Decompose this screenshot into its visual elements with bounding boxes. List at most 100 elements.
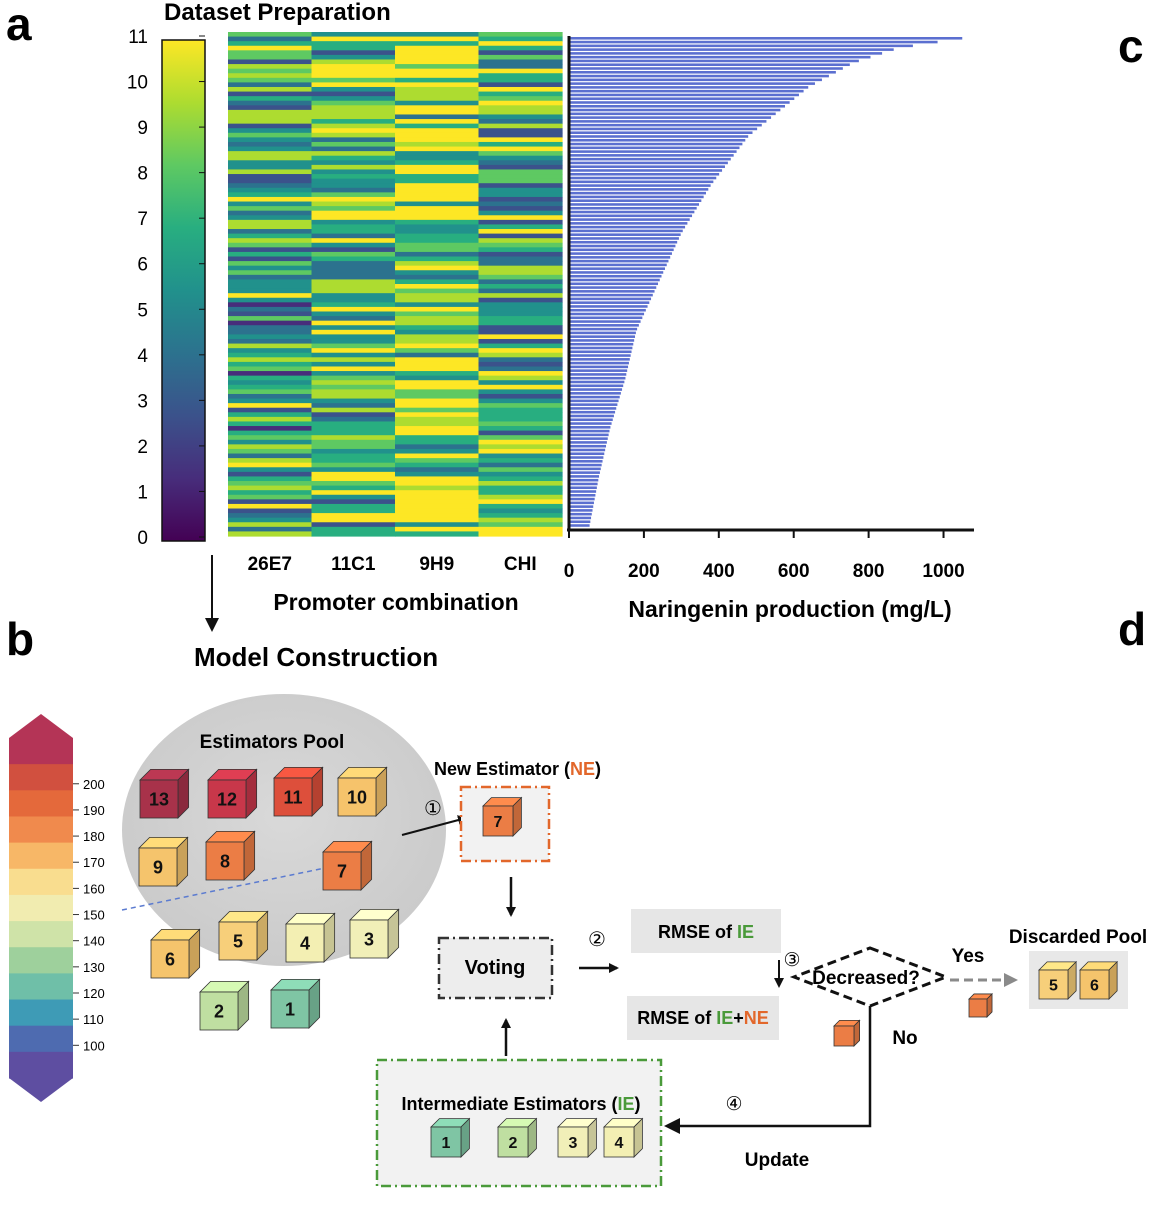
heatmap-cell bbox=[395, 316, 480, 322]
heatmap-cell bbox=[395, 453, 480, 459]
heatmap-cell bbox=[478, 329, 563, 335]
heatmap-cell bbox=[395, 141, 480, 148]
heatmap-cell bbox=[228, 371, 313, 377]
heatmap-cell bbox=[395, 467, 480, 473]
heatmap-cell bbox=[228, 114, 313, 120]
heatmap-cell bbox=[395, 389, 480, 395]
heatmap-cell bbox=[478, 416, 563, 423]
naringenin-bar bbox=[569, 354, 631, 357]
heatmap-cell bbox=[478, 265, 563, 271]
heatmap-cell bbox=[478, 32, 563, 38]
heatmap-cell bbox=[395, 398, 480, 404]
estimator-cube-7: 7 bbox=[482, 796, 523, 837]
naringenin-bar bbox=[569, 471, 600, 474]
naringenin-bar bbox=[569, 433, 609, 437]
heatmap-cell bbox=[311, 412, 396, 418]
naringenin-bar bbox=[569, 486, 597, 490]
heatmap-cell bbox=[311, 384, 396, 390]
heatmap-cell bbox=[395, 522, 480, 528]
heatmap-column-11C1: 11C1 bbox=[331, 554, 376, 575]
heatmap-cell bbox=[395, 499, 480, 505]
heatmap-cell bbox=[478, 174, 563, 180]
naringenin-bar bbox=[569, 74, 829, 78]
naringenin-bar bbox=[569, 256, 671, 259]
heatmap-cell bbox=[311, 302, 396, 308]
heatmap-cell bbox=[311, 238, 396, 244]
heatmap-cell bbox=[311, 141, 396, 148]
heatmap-cell bbox=[395, 293, 480, 299]
heatmap-cell bbox=[311, 32, 396, 38]
heatmap-cell bbox=[311, 430, 396, 436]
heatmap-cell bbox=[478, 288, 563, 294]
heatmap-cell bbox=[478, 426, 563, 432]
heatmap-cell bbox=[478, 403, 563, 409]
heatmap-cell bbox=[311, 490, 396, 496]
heatmap-cell bbox=[478, 348, 563, 354]
cube-number-label: 3 bbox=[364, 929, 374, 949]
no-branch-cube bbox=[833, 1019, 861, 1047]
naringenin-bar bbox=[569, 142, 743, 146]
heatmap-cell bbox=[478, 59, 563, 65]
heatmap-cell bbox=[478, 320, 563, 326]
naringenin-bar bbox=[569, 225, 686, 229]
naringenin-bar bbox=[569, 222, 688, 225]
heatmap-cell bbox=[228, 481, 313, 487]
heatmap-cell bbox=[478, 164, 563, 171]
heatmap-cell bbox=[478, 453, 563, 459]
estimator-cube-3: 3 bbox=[349, 908, 400, 959]
colorbar-tick-10: 10 bbox=[127, 73, 148, 94]
estimator-cube-10: 10 bbox=[337, 766, 388, 817]
heatmap-column-9H9: 9H9 bbox=[419, 554, 454, 575]
heatmap-cell bbox=[311, 389, 396, 395]
heatmap-cell bbox=[395, 481, 480, 487]
heatmap-cell bbox=[395, 393, 480, 400]
naringenin-bar bbox=[569, 237, 679, 240]
naringenin-bar bbox=[569, 150, 737, 153]
heatmap-cell bbox=[228, 338, 313, 345]
heatmap-cell bbox=[228, 329, 313, 335]
heatmap-cell bbox=[228, 444, 313, 450]
heatmap-cell bbox=[311, 137, 396, 143]
heatmap-cell bbox=[228, 210, 313, 216]
heatmap-cell bbox=[311, 261, 396, 267]
heatmap-cell bbox=[311, 320, 396, 326]
heatmap-cell bbox=[478, 105, 563, 111]
palette-tick-130: 130 bbox=[83, 960, 105, 975]
heatmap-cell bbox=[478, 45, 563, 51]
heatmap-cell bbox=[311, 196, 396, 203]
heatmap-cell bbox=[311, 352, 396, 358]
heatmap-cell bbox=[228, 297, 313, 303]
heatmap-cell bbox=[311, 476, 396, 482]
heatmap-cell bbox=[311, 531, 396, 537]
heatmap-cell bbox=[228, 215, 313, 221]
estimators-pool-title: Estimators Pool bbox=[200, 732, 345, 753]
heatmap-cell bbox=[228, 274, 313, 281]
heatmap-cell bbox=[311, 279, 396, 285]
naringenin-bar bbox=[569, 82, 815, 85]
heatmap-cell bbox=[311, 109, 396, 116]
naringenin-bar bbox=[569, 218, 690, 221]
heatmap-cell bbox=[395, 123, 480, 129]
step2-circle-label: ② bbox=[588, 929, 606, 951]
heatmap-cell bbox=[311, 306, 396, 313]
heatmap-cell bbox=[311, 219, 396, 226]
heatmap-cell bbox=[228, 196, 313, 203]
heatmap-cell bbox=[311, 499, 396, 505]
heatmap-cell bbox=[311, 471, 396, 478]
heatmap-cell bbox=[311, 68, 396, 74]
heatmap-cell bbox=[228, 476, 313, 482]
cube-number-label: 1 bbox=[442, 1135, 451, 1152]
heatmap-cell bbox=[228, 206, 313, 212]
heatmap-cell bbox=[228, 155, 313, 161]
heatmap-cell bbox=[478, 247, 563, 253]
cube-number-label: 7 bbox=[337, 861, 347, 881]
heatmap-cell bbox=[478, 238, 563, 244]
heatmap-cell bbox=[478, 361, 563, 368]
svg-text:③: ③ bbox=[783, 950, 800, 971]
heatmap-cell bbox=[395, 403, 480, 409]
heatmap-cell bbox=[395, 274, 480, 281]
heatmap-cell bbox=[228, 526, 313, 533]
naringenin-bar bbox=[569, 308, 646, 312]
heatmap-cell bbox=[311, 348, 396, 354]
